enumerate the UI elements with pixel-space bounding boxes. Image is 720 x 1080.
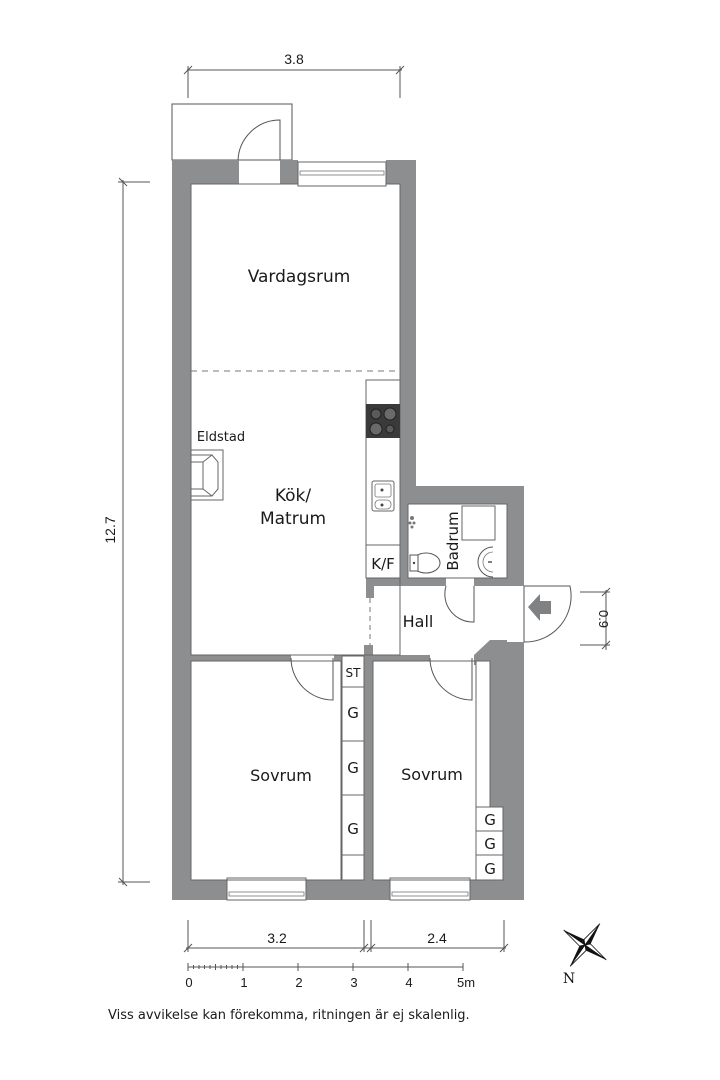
walls <box>172 160 524 900</box>
hall-label: Hall <box>403 612 434 631</box>
bedroom-left-outline <box>190 660 342 881</box>
toilet-icon <box>409 552 441 574</box>
scale-label: 2 <box>295 975 302 990</box>
closet-label: G <box>347 820 359 838</box>
dimension-top <box>183 65 405 98</box>
dimension-bottom-left-label: 3.2 <box>267 930 287 946</box>
closet-label: G <box>484 835 496 853</box>
compass-north-label: N <box>563 971 575 987</box>
balcony <box>171 103 293 161</box>
fireplace-label: Eldstad <box>197 430 245 445</box>
closet-label: G <box>347 759 359 777</box>
compass-rose-icon <box>563 923 607 967</box>
sink-icon <box>371 480 395 512</box>
window-top <box>297 161 387 187</box>
kitchen-label-line2: Matrum <box>260 509 326 529</box>
bedroom-left-door-swing <box>290 657 334 701</box>
dimension-left <box>118 177 150 887</box>
window-bottom-right <box>389 877 471 901</box>
closet-column-right <box>475 806 504 881</box>
shower-head-icon <box>408 516 416 529</box>
disclaimer-text: Viss avvikelse kan förekomma, ritningen … <box>108 1008 470 1023</box>
closet-label: G <box>484 860 496 878</box>
window-bottom-left <box>226 877 307 901</box>
scale-label: 4 <box>405 975 412 990</box>
entrance-arrow-icon <box>528 594 551 621</box>
fireplace-icon <box>190 449 224 501</box>
bedroom-right-label: Sovrum <box>401 765 463 784</box>
stove-icon <box>366 404 400 438</box>
shower-icon <box>461 505 496 541</box>
balcony-door-swing <box>237 119 281 161</box>
kitchen-label-line1: Kök/ <box>275 486 312 506</box>
closet-label: G <box>347 704 359 722</box>
dimension-door-label: 0.9 <box>596 610 611 628</box>
washbasin-icon <box>477 546 494 578</box>
fridge-freezer-label: K/F <box>371 555 395 573</box>
dimension-bottom-right-label: 2.4 <box>427 930 447 946</box>
bedroom-right-door-swing <box>429 657 473 701</box>
bathroom-label: Badrum <box>444 511 462 570</box>
scale-bar <box>187 963 464 971</box>
scale-label: 0 <box>185 975 192 990</box>
scale-label: 3 <box>350 975 357 990</box>
dimension-left-label: 12.7 <box>102 516 118 543</box>
dimension-door <box>580 587 611 650</box>
scale-label: 5m <box>457 975 475 990</box>
storage-label: ST <box>346 666 362 680</box>
dimension-top-label: 3.8 <box>284 51 304 67</box>
entrance-door <box>523 585 572 643</box>
closet-column-left <box>341 655 365 881</box>
shelf-right <box>475 660 491 808</box>
dimension-bottom <box>183 920 509 953</box>
living-room-label: Vardagsrum <box>248 267 351 287</box>
closet-label: G <box>484 811 496 829</box>
bathroom-door-swing <box>444 585 475 623</box>
bedroom-left-label: Sovrum <box>250 766 312 785</box>
scale-label: 1 <box>240 975 247 990</box>
